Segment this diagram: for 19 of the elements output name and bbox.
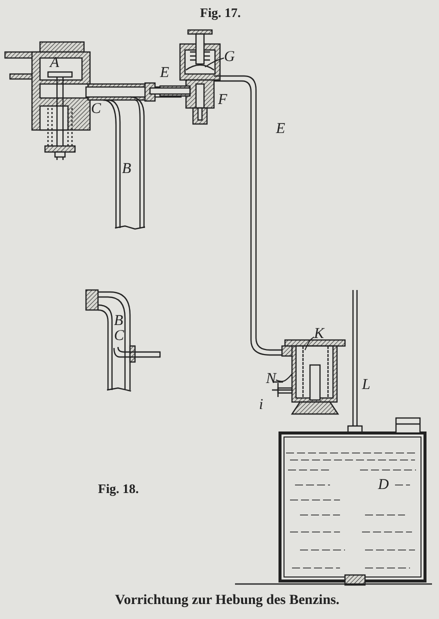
callout-letter: E — [160, 66, 170, 81]
callout-letter: C — [114, 329, 124, 344]
callout-letter: N — [266, 372, 276, 387]
callout-letter: C — [91, 102, 102, 117]
callout-letter: K — [314, 327, 324, 342]
leader-line — [276, 374, 292, 382]
callout-letter: L — [362, 378, 370, 393]
callout-letter: F — [218, 93, 228, 108]
figure-number: Fig. 18. — [98, 482, 139, 495]
figure-number: Fig. 17. — [200, 6, 241, 19]
caption: Vorrichtung zur Hebung des Benzins. — [115, 594, 340, 608]
callout-letter: D — [378, 478, 389, 493]
callout-letter: B — [122, 162, 132, 177]
callout-letter: G — [224, 50, 235, 65]
callout-letter: i — [259, 398, 264, 413]
callout-letter: E — [276, 122, 286, 137]
leader-line — [304, 336, 314, 350]
callout-letter: B — [114, 314, 124, 329]
leader-line — [204, 58, 224, 68]
